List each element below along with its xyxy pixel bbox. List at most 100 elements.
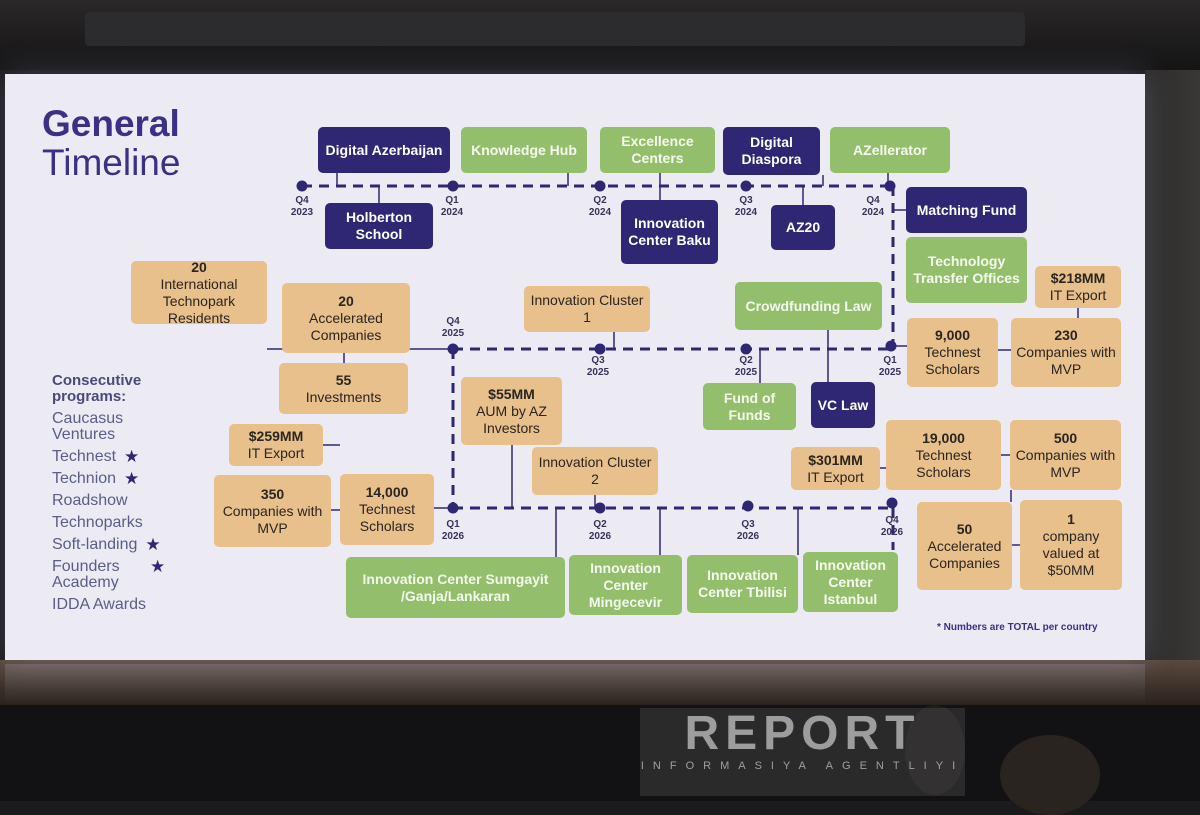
box-text: Companies with MVP (1016, 344, 1116, 377)
program-label: Roadshow (52, 492, 128, 509)
box-text: Technest Scholars (924, 344, 981, 377)
box-title: Innovation Center Baku (628, 215, 711, 248)
box-title: Matching Fund (916, 201, 1017, 218)
program-item: Technest★ (52, 447, 182, 466)
box-title: AZellerator (853, 141, 927, 158)
program-item: Roadshow (52, 493, 182, 509)
box-fund-of-funds: Fund of Funds (703, 383, 796, 430)
box-ic-sumgayit: Innovation Center Sumgayit /Ganja/Lankar… (346, 557, 565, 618)
program-label: Soft-landing (52, 536, 138, 553)
box-text: Companies with MVP (222, 502, 323, 536)
program-item: Technion★ (52, 470, 182, 487)
milestone-dot (594, 180, 606, 192)
milestone-dot (886, 497, 898, 509)
box-excellence-centers: Excellence Centers (600, 127, 715, 173)
star-icon: ★ (124, 447, 140, 466)
box-text: Accelerated Companies (309, 309, 383, 343)
box-title: 20 (338, 292, 354, 309)
box-title: 19,000 (922, 429, 965, 446)
title-line-1: General (42, 103, 180, 144)
milestone-dot (447, 180, 459, 192)
box-title: 50 (956, 520, 973, 537)
ceiling (0, 0, 1200, 70)
box-text: Companies with MVP (1015, 446, 1116, 480)
milestone-dot (594, 343, 606, 355)
box-title: Knowledge Hub (471, 141, 577, 158)
program-label: Caucasus Ventures (52, 410, 124, 443)
milestone-dot (884, 180, 896, 192)
box-title: Holberton School (345, 209, 413, 242)
watermark-subtitle: INFORMASIYA AGENTLIYI (640, 760, 965, 772)
box-title: 55 (335, 371, 352, 388)
program-label: Founders Academy (52, 558, 120, 591)
screen-reflection (5, 664, 1145, 704)
box-text: IT Export (1049, 287, 1107, 303)
box-text: International Technopark Residents (160, 275, 238, 326)
milestone-dot (594, 502, 606, 514)
box-text: company valued at $50MM (1042, 528, 1100, 578)
box-vc-law: VC Law (811, 382, 875, 428)
box-ic-mingecevir: Innovation Center Mingecevir (569, 555, 682, 615)
box-title: 500 (1053, 429, 1078, 446)
box-text: Technest Scholars (358, 501, 416, 534)
audience-head (905, 705, 965, 795)
box-title: Digital Azerbaijan (325, 141, 443, 158)
stage (0, 660, 1200, 705)
slide-title: General Timeline (42, 104, 180, 182)
box-title: 20 (191, 258, 207, 275)
milestone-dot (740, 343, 752, 355)
box-az20: AZ20 (771, 205, 835, 250)
box-title: Excellence Centers (621, 133, 694, 166)
star-icon: ★ (150, 557, 166, 576)
wall (1145, 70, 1200, 670)
box-title: Technology Transfer Offices (913, 253, 1020, 286)
watermark-logo: REPORT (684, 707, 921, 760)
box-holberton-school: Holberton School (325, 203, 433, 249)
box-title: Innovation Center Mingecevir (588, 559, 663, 610)
footnote: * Numbers are TOTAL per country (937, 622, 1098, 633)
box-title: Innovation Center Sumgayit /Ganja/Lankar… (362, 570, 549, 604)
box-title: $301MM (808, 451, 863, 468)
program-item: IDDA Awards (52, 597, 182, 613)
box-text: Technest Scholars (915, 446, 972, 480)
box-text: IT Export (807, 468, 864, 485)
program-item: Founders Academy ★ (52, 557, 182, 591)
milestone-dot (296, 180, 308, 192)
milestone-dot (885, 340, 897, 352)
box-title: 14,000 (365, 484, 409, 500)
programs-heading: Consecutive programs: (52, 372, 142, 405)
milestone-dot (740, 180, 752, 192)
box-digital-azerbaijan: Digital Azerbaijan (318, 127, 450, 173)
program-item: Technoparks (52, 515, 182, 531)
box-title: $259MM (248, 428, 304, 444)
box-innovation-cluster-2: Innovation Cluster 2 (532, 447, 658, 495)
box-text: Investments (305, 388, 382, 405)
box-title: $218MM (1050, 270, 1106, 286)
milestone-dot (742, 500, 754, 512)
box-ic-tbilisi: Innovation Center Tbilisi (687, 555, 798, 613)
box-matching-fund: Matching Fund (906, 187, 1027, 233)
box-digital-diaspora: Digital Diaspora (723, 127, 820, 175)
ceiling-fixture (85, 12, 1025, 46)
program-label: Technion (52, 470, 117, 487)
